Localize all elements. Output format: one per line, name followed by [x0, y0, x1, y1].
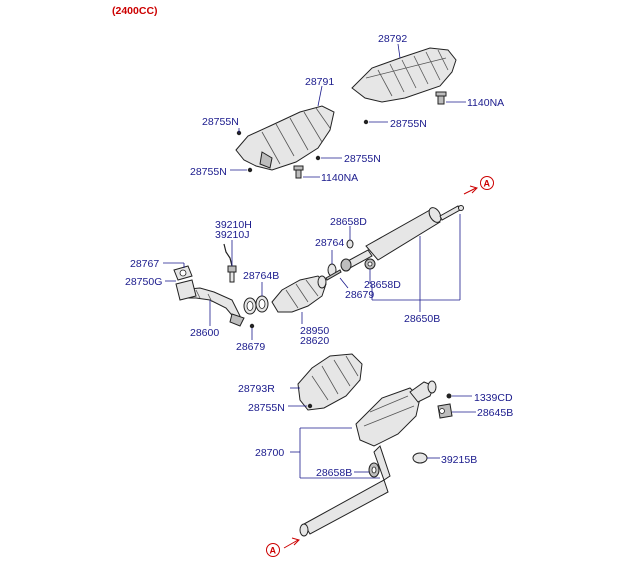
- heat-protector-28793r[interactable]: [297, 353, 363, 411]
- bolt-1140na-lower[interactable]: [293, 165, 304, 179]
- label-28679-lower[interactable]: 28679: [236, 341, 265, 353]
- leader-28792: [397, 43, 401, 59]
- clip-28755n-upper[interactable]: [363, 119, 369, 125]
- label-28620[interactable]: 28620: [300, 335, 329, 347]
- label-28755n-lower[interactable]: 28755N: [190, 166, 227, 178]
- gasket-28767[interactable]: [173, 265, 193, 281]
- label-28658d-upper[interactable]: 28658D: [330, 216, 367, 228]
- label-1140na-lower[interactable]: 1140NA: [321, 172, 358, 184]
- label-28767[interactable]: 28767: [130, 258, 159, 270]
- label-28791[interactable]: 28791: [305, 76, 334, 88]
- label-39210h[interactable]: 39210H: [215, 219, 252, 231]
- leader-28679-upper: [339, 277, 349, 289]
- label-28600[interactable]: 28600: [190, 327, 219, 339]
- gasket-28658d-upper[interactable]: [346, 239, 354, 249]
- label-28658d-lower[interactable]: 28658D: [364, 279, 401, 291]
- label-28650b[interactable]: 28650B: [404, 313, 440, 325]
- center-muffler-28650b[interactable]: [340, 205, 464, 272]
- reference-marker-a-upper: A: [463, 176, 494, 195]
- reference-marker-a-lower: A: [266, 537, 300, 557]
- label-1140na-upper[interactable]: 1140NA: [467, 97, 504, 109]
- bolt-28679-upper[interactable]: [325, 269, 342, 281]
- heat-protector-28792[interactable]: [351, 47, 457, 103]
- label-28645b[interactable]: 28645B: [477, 407, 513, 419]
- leader-28791: [317, 85, 323, 107]
- label-28950[interactable]: 28950: [300, 325, 329, 337]
- front-pipe-28600[interactable]: [175, 279, 245, 327]
- catalytic-converter-28950[interactable]: [271, 275, 327, 313]
- label-28755n-left[interactable]: 28755N: [202, 116, 239, 128]
- label-28700[interactable]: 28700: [255, 447, 284, 459]
- label-28755n-bottom[interactable]: 28755N: [248, 402, 285, 414]
- engine-label: (2400CC): [112, 5, 158, 17]
- clip-28755n-mid[interactable]: [315, 155, 321, 161]
- bolt-1339cd[interactable]: [446, 393, 452, 399]
- gasket-28658b[interactable]: [368, 462, 380, 478]
- label-28792[interactable]: 28792: [378, 33, 407, 45]
- label-28764b[interactable]: 28764B: [243, 270, 279, 282]
- label-28658b[interactable]: 28658B: [316, 467, 352, 479]
- reference-letter-upper: A: [484, 179, 491, 189]
- label-28755n-mid[interactable]: 28755N: [344, 153, 381, 165]
- hanger-28645b[interactable]: [437, 403, 453, 419]
- clip-28755n-bottom[interactable]: [307, 403, 313, 409]
- label-39215b[interactable]: 39215B: [441, 454, 477, 466]
- nut-28658d-lower[interactable]: [364, 258, 376, 270]
- rear-muffler-28700[interactable]: [299, 380, 437, 537]
- label-28793r[interactable]: 28793R: [238, 383, 275, 395]
- gasket-28764b[interactable]: [243, 295, 269, 315]
- label-1339cd[interactable]: 1339CD: [474, 392, 513, 404]
- bolt-1140na-upper[interactable]: [435, 91, 447, 105]
- label-28750g[interactable]: 28750G: [125, 276, 162, 288]
- bolt-28679-lower[interactable]: [249, 323, 255, 329]
- label-28679-upper[interactable]: 28679: [345, 289, 374, 301]
- label-28755n-upper[interactable]: 28755N: [390, 118, 427, 130]
- label-39210j[interactable]: 39210J: [215, 229, 249, 241]
- heat-protector-28791[interactable]: [235, 105, 335, 171]
- clip-28755n-lower[interactable]: [247, 167, 253, 173]
- label-28764[interactable]: 28764: [315, 237, 344, 249]
- reference-letter-lower: A: [270, 546, 277, 556]
- oxygen-sensor-39210h[interactable]: [223, 243, 237, 283]
- hanger-39215b[interactable]: [412, 452, 428, 464]
